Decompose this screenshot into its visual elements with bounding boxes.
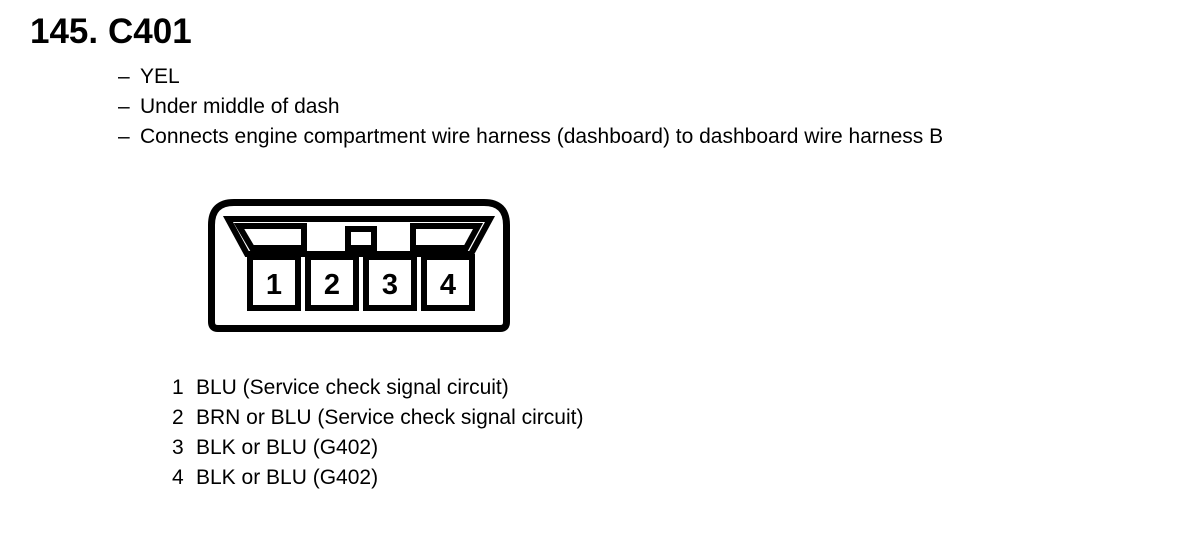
pin-description-list: 1 BLU (Service check signal circuit) 2 B… xyxy=(172,373,583,493)
note-text: YEL xyxy=(140,65,180,88)
right-slot xyxy=(410,223,484,251)
pin-3-number: 3 xyxy=(382,269,398,301)
pin-1-number: 1 xyxy=(266,269,282,301)
pin-row-1: 1 BLU (Service check signal circuit) xyxy=(172,373,583,403)
note-color: – YEL xyxy=(118,62,943,92)
pin-4-number: 4 xyxy=(440,269,456,301)
connector-outline xyxy=(208,199,510,332)
item-number: 145. xyxy=(30,12,99,51)
left-slot xyxy=(233,223,307,251)
note-text: Under middle of dash xyxy=(140,95,340,118)
connector-notes: – YEL – Under middle of dash – Connects … xyxy=(118,62,943,152)
page-title: 145. C401 xyxy=(30,14,192,50)
pin-description: BRN or BLU (Service check signal circuit… xyxy=(196,406,584,429)
note-location: – Under middle of dash xyxy=(118,92,943,122)
center-slot xyxy=(345,226,377,251)
pin-2-cavity xyxy=(305,254,359,311)
pin-4-cavity xyxy=(421,254,475,311)
pin-number: 2 xyxy=(172,406,184,429)
pin-number: 4 xyxy=(172,466,184,489)
pin-1-cavity xyxy=(247,254,301,311)
pin-row-2: 2 BRN or BLU (Service check signal circu… xyxy=(172,403,583,433)
pin-description: BLU (Service check signal circuit) xyxy=(196,376,509,399)
note-text: Connects engine compartment wire harness… xyxy=(140,125,944,148)
pin-row-3: 3 BLK or BLU (G402) xyxy=(172,433,583,463)
pin-3-cavity xyxy=(363,254,417,311)
connector-diagram: 1 2 3 4 xyxy=(208,199,510,332)
pin-2-number: 2 xyxy=(324,269,340,301)
dash-bullet: – xyxy=(118,65,130,88)
pin-description: BLK or BLU (G402) xyxy=(196,466,379,489)
pin-description: BLK or BLU (G402) xyxy=(196,436,379,459)
connector-id: C401 xyxy=(108,12,192,51)
pin-number: 3 xyxy=(172,436,184,459)
pin-number: 1 xyxy=(172,376,184,399)
note-function: – Connects engine compartment wire harne… xyxy=(118,122,943,152)
dash-bullet: – xyxy=(118,125,130,148)
pin-row-4: 4 BLK or BLU (G402) xyxy=(172,463,583,493)
dash-bullet: – xyxy=(118,95,130,118)
